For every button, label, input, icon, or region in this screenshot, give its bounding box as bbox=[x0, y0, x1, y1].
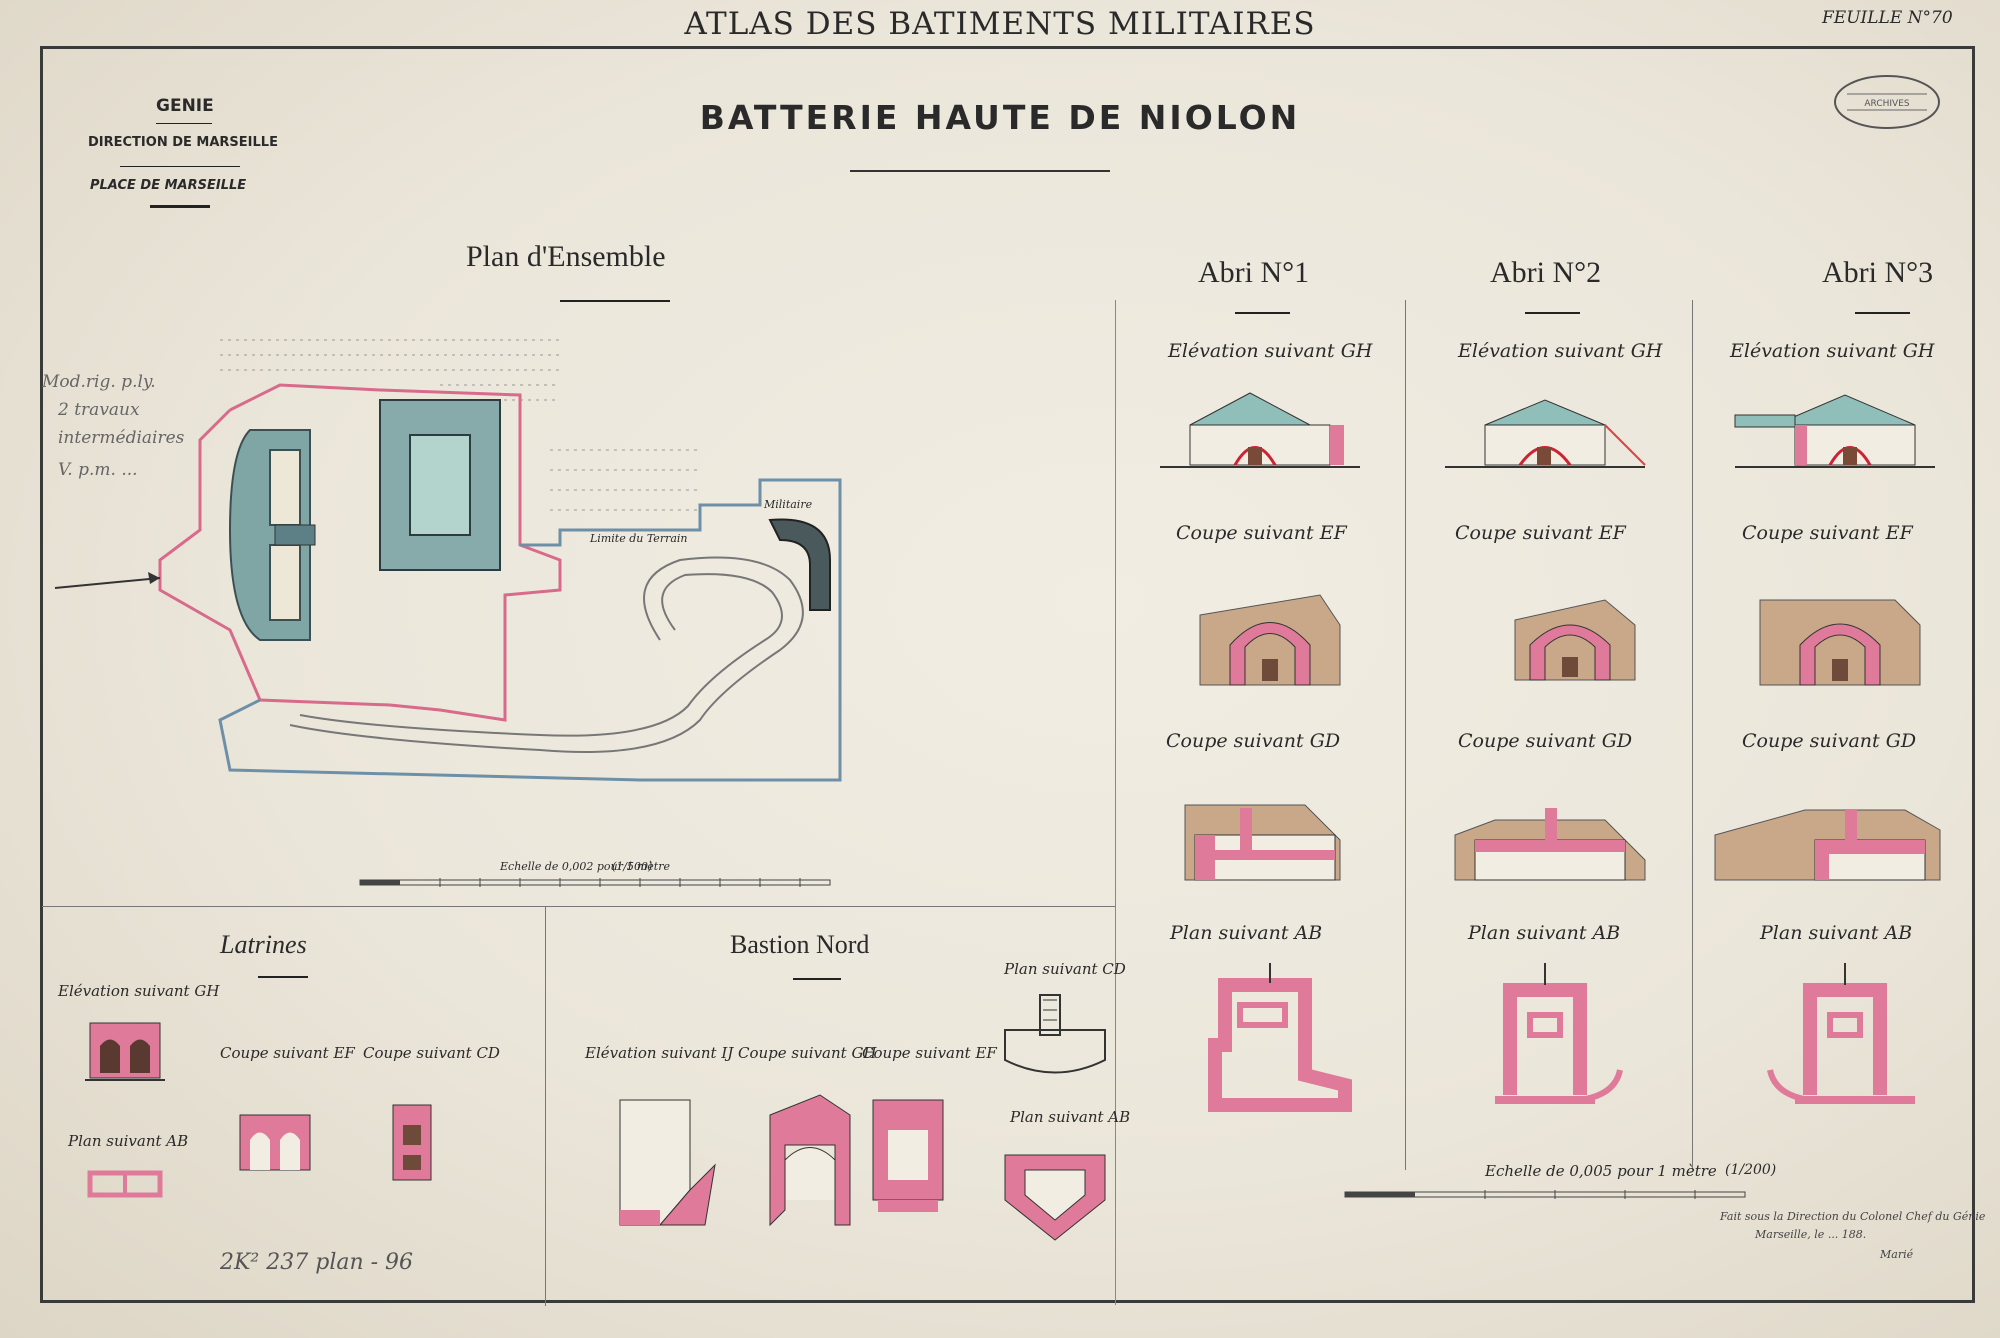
abri-2-underline bbox=[1525, 312, 1580, 314]
abri-2-title: Abri N°2 bbox=[1490, 256, 1602, 289]
plan-scale-fraction: (1/500) bbox=[612, 860, 653, 873]
latrines-title: Latrines bbox=[220, 930, 307, 959]
abri-1-plan bbox=[1208, 963, 1352, 1112]
divider-abri-2-3 bbox=[1692, 300, 1693, 1170]
latrines-coupe-cd-label: Coupe suivant CD bbox=[363, 1044, 500, 1062]
abri-1-coupe-ef-label: Coupe suivant EF bbox=[1176, 522, 1347, 544]
bastion-coupe-ef-drawing bbox=[872, 1099, 944, 1212]
abri-3-elevation-label: Elévation suivant GH bbox=[1730, 340, 1935, 362]
bastion-plan-cd-drawing bbox=[1004, 994, 1106, 1074]
militaire-label: Militaire bbox=[764, 498, 813, 511]
place-label: PLACE DE MARSEILLE bbox=[90, 178, 247, 193]
genie-label: GENIE bbox=[156, 96, 214, 116]
abri-3-elevation bbox=[1734, 394, 1935, 468]
abris-scale-bar bbox=[1344, 1190, 1746, 1199]
bastion-coupe-gh-label: Coupe suivant GH bbox=[738, 1044, 877, 1062]
bastion-plan-ab-label: Plan suivant AB bbox=[1010, 1108, 1131, 1126]
bastion-plan-ab-drawing bbox=[1004, 1154, 1106, 1241]
latrines-elevation-label: Elévation suivant GH bbox=[58, 982, 220, 1000]
abri-3-title: Abri N°3 bbox=[1822, 256, 1934, 289]
bastion-elevation-drawing bbox=[619, 1099, 716, 1226]
margin-note-3: intermédiaires bbox=[58, 428, 185, 448]
abri-2-coupe-ef bbox=[1514, 599, 1636, 681]
latrines-elevation-drawing bbox=[85, 1022, 165, 1081]
abri-3-coupe-gd-label: Coupe suivant GD bbox=[1742, 730, 1917, 752]
abri-1-coupe-gd-label: Coupe suivant GD bbox=[1166, 730, 1341, 752]
divider-plan-lower bbox=[42, 906, 1115, 907]
abri-3-underline bbox=[1855, 312, 1910, 314]
abri-2-coupe-ef-label: Coupe suivant EF bbox=[1455, 522, 1626, 544]
genie-rule bbox=[156, 123, 212, 124]
svg-text:ARCHIVES: ARCHIVES bbox=[1864, 99, 1910, 109]
bastion-coupe-ef-label: Coupe suivant EF bbox=[862, 1044, 997, 1062]
bastion-elevation-label: Elévation suivant IJ bbox=[585, 1044, 734, 1062]
abri-1-plan-label: Plan suivant AB bbox=[1170, 922, 1323, 944]
abris-scale-label: Echelle de 0,005 pour 1 mètre bbox=[1485, 1162, 1717, 1180]
plan-ensemble-underline bbox=[560, 300, 670, 302]
latrines-plan-label: Plan suivant AB bbox=[68, 1132, 189, 1150]
bastion-nord-underline bbox=[793, 978, 841, 980]
latrines-underline bbox=[258, 976, 308, 978]
plan-ensemble-drawing bbox=[54, 339, 842, 782]
main-title: BATTERIE HAUTE DE NIOLON bbox=[699, 98, 1301, 137]
abri-1-coupe-ef bbox=[1199, 594, 1341, 686]
atlas-title: ATLAS DES BATIMENTS MILITAIRES bbox=[684, 6, 1316, 42]
abri-1-title: Abri N°1 bbox=[1198, 256, 1310, 289]
abri-3-coupe-ef bbox=[1759, 599, 1921, 686]
abri-2-coupe-gd-label: Coupe suivant GD bbox=[1458, 730, 1633, 752]
plan-ensemble-title: Plan d'Ensemble bbox=[466, 240, 666, 273]
abri-2-coupe-gd bbox=[1454, 808, 1646, 881]
direction-label: DIRECTION DE MARSEILLE bbox=[88, 135, 278, 150]
signature-line-1: Fait sous la Direction du Colonel Chef d… bbox=[1720, 1210, 1986, 1223]
signature-line-2: Marseille, le ... 188. bbox=[1755, 1228, 1867, 1241]
archive-reference: 2K² 237 plan - 96 bbox=[220, 1250, 414, 1275]
signature-line-3: Marié bbox=[1880, 1248, 1914, 1261]
divider-abri-1-2 bbox=[1405, 300, 1406, 1170]
abri-1-elevation-label: Elévation suivant GH bbox=[1168, 340, 1373, 362]
place-rule bbox=[150, 205, 210, 208]
title-underline bbox=[850, 170, 1110, 172]
abri-3-plan bbox=[1767, 963, 1915, 1104]
latrines-coupe-ef-label: Coupe suivant EF bbox=[220, 1044, 355, 1062]
latrines-coupe-cd-drawing bbox=[392, 1104, 432, 1181]
abri-3-coupe-ef-label: Coupe suivant EF bbox=[1742, 522, 1913, 544]
abri-1-underline bbox=[1235, 312, 1290, 314]
bastion-coupe-gh-drawing bbox=[769, 1094, 851, 1227]
abri-1-elevation bbox=[1160, 392, 1360, 468]
abri-2-elevation-label: Elévation suivant GH bbox=[1458, 340, 1663, 362]
margin-note-4: V. p.m. ... bbox=[58, 460, 138, 480]
margin-note-1: Mod.rig. p.ly. bbox=[42, 372, 156, 392]
abri-1-coupe-gd bbox=[1184, 804, 1341, 881]
border-frame bbox=[40, 46, 1975, 1303]
abris-scale-fraction: (1/200) bbox=[1725, 1162, 1777, 1178]
abri-2-plan bbox=[1495, 963, 1623, 1104]
bastion-nord-title: Bastion Nord bbox=[730, 930, 870, 959]
direction-rule bbox=[120, 166, 240, 167]
latrines-plan-drawing bbox=[87, 1170, 163, 1198]
archive-stamp: ARCHIVES bbox=[1834, 75, 1940, 129]
divider-plan-abris bbox=[1115, 300, 1116, 1305]
abri-3-plan-label: Plan suivant AB bbox=[1760, 922, 1913, 944]
divider-latrines-bastion bbox=[545, 906, 546, 1306]
plan-scale-label: Echelle de 0,002 pour 1 mètre bbox=[500, 860, 670, 873]
abri-2-plan-label: Plan suivant AB bbox=[1468, 922, 1621, 944]
latrines-coupe-ef-drawing bbox=[239, 1114, 311, 1171]
sheet-number: FEUILLE N°70 bbox=[1822, 8, 1953, 28]
abri-2-elevation bbox=[1445, 399, 1646, 468]
margin-note-2: 2 travaux bbox=[58, 400, 140, 420]
abri-3-coupe-gd bbox=[1714, 809, 1941, 881]
limite-terrain-label: Limite du Terrain bbox=[590, 532, 688, 545]
bastion-plan-cd-label: Plan suivant CD bbox=[1004, 960, 1126, 978]
plan-scale-bar bbox=[359, 878, 831, 887]
